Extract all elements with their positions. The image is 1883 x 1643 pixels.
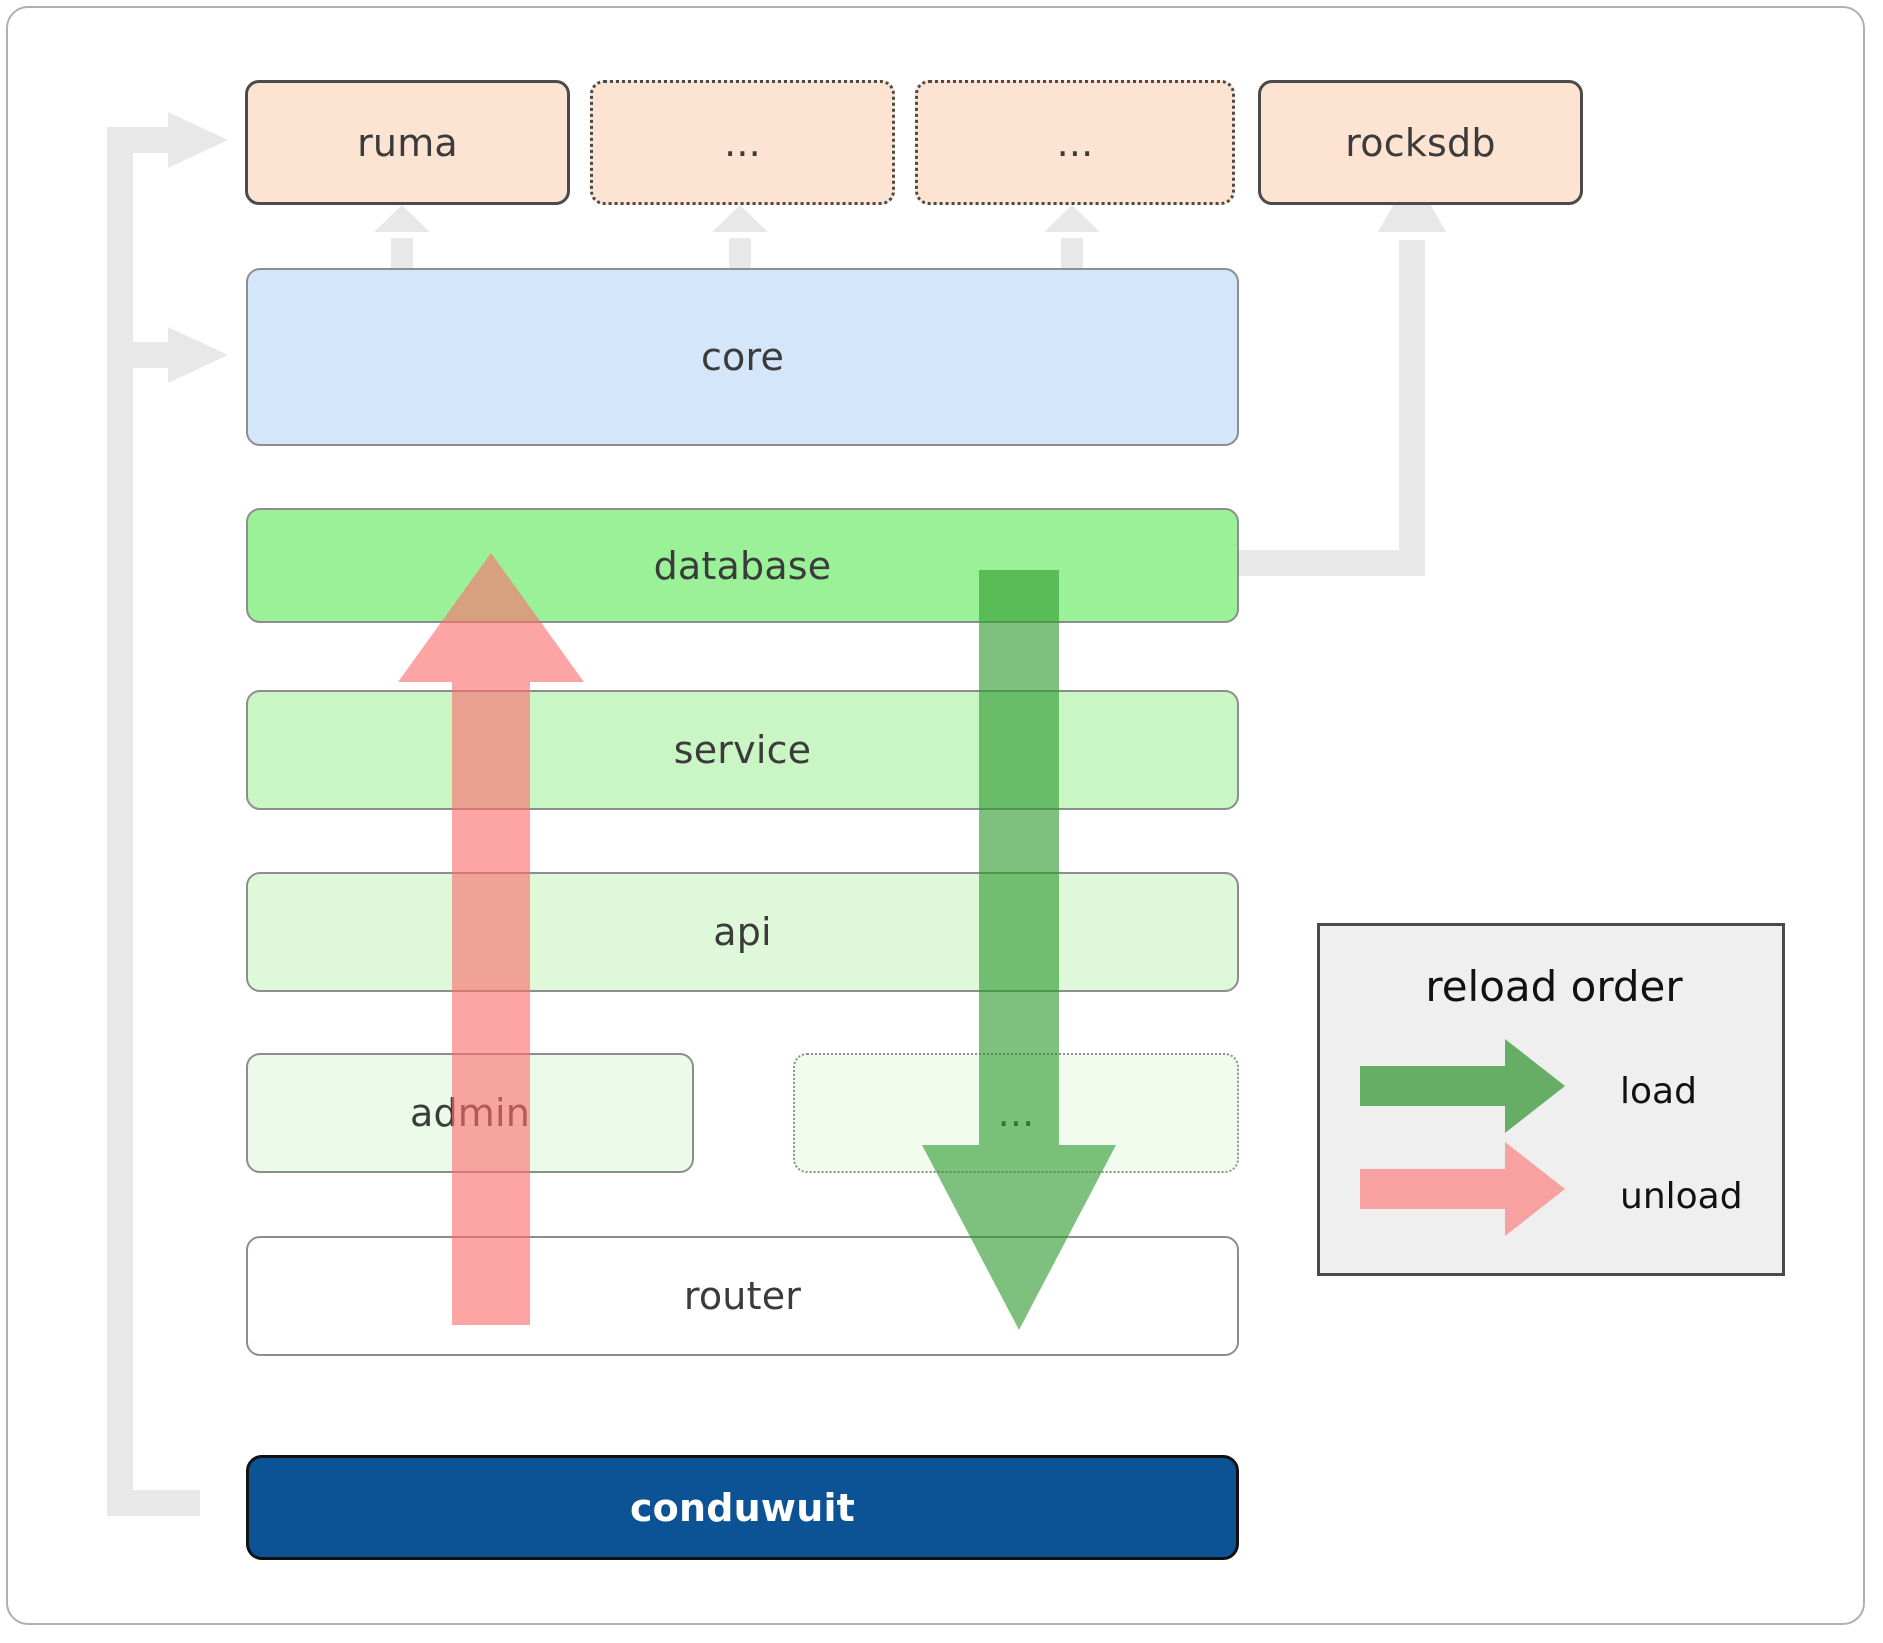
dependency-box-ellipsis-2[interactable]: ...: [915, 80, 1235, 205]
layer-box-database[interactable]: database: [246, 508, 1239, 623]
layer-label: api: [713, 910, 772, 954]
layer-box-admin[interactable]: admin: [246, 1053, 694, 1173]
layer-label: core: [700, 335, 785, 379]
layer-box-service[interactable]: service: [246, 690, 1239, 810]
root-box-conduwuit[interactable]: conduwuit: [246, 1455, 1239, 1560]
dependency-box-ruma[interactable]: ruma: [245, 80, 570, 205]
dependency-box-ellipsis-1[interactable]: ...: [590, 80, 895, 205]
layer-label: database: [653, 543, 832, 588]
layer-box-router[interactable]: router: [246, 1236, 1239, 1356]
layer-box-core[interactable]: core: [246, 268, 1239, 446]
dependency-label: ruma: [357, 120, 458, 165]
legend-label-load: load: [1620, 1071, 1697, 1112]
diagram-frame: [6, 6, 1865, 1625]
dependency-label: ...: [724, 120, 761, 165]
layer-label: service: [673, 728, 812, 772]
dependency-box-rocksdb[interactable]: rocksdb: [1258, 80, 1583, 205]
legend-arrow-layer: [1360, 1039, 1565, 1236]
layer-box-api[interactable]: api: [246, 872, 1239, 992]
legend-title: reload order: [1425, 962, 1683, 1011]
legend-arrow-unload: [1360, 1142, 1565, 1236]
layer-label: router: [683, 1274, 802, 1318]
legend-panel: reload order load unload: [1317, 923, 1785, 1276]
dependency-label: ...: [1056, 120, 1094, 165]
layer-label: admin: [409, 1091, 531, 1135]
layer-box-ellipsis[interactable]: ...: [793, 1053, 1239, 1173]
root-label: conduwuit: [629, 1485, 856, 1530]
layer-label: ...: [997, 1091, 1035, 1135]
legend-arrow-load: [1360, 1039, 1565, 1133]
legend-label-unload: unload: [1620, 1176, 1743, 1217]
dependency-label: rocksdb: [1345, 120, 1496, 165]
